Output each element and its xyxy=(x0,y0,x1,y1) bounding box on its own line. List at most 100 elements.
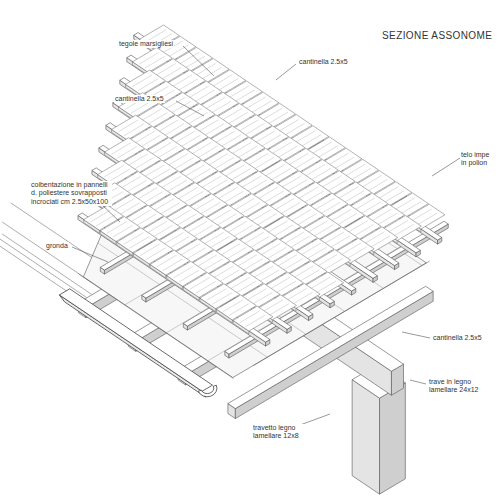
tile-groove xyxy=(172,75,192,87)
tile-groove xyxy=(362,175,382,187)
tile-groove xyxy=(395,198,415,210)
leader-line xyxy=(432,158,460,176)
tile-groove xyxy=(263,300,283,312)
tile-groove xyxy=(121,176,141,188)
tile-groove xyxy=(187,221,207,233)
tile-groove xyxy=(145,165,165,177)
tile-groove xyxy=(311,277,331,289)
tile-groove xyxy=(261,243,281,255)
tile-groove xyxy=(251,210,271,222)
tile-groove xyxy=(173,266,193,278)
tile-groove xyxy=(189,86,209,98)
tile-groove xyxy=(132,75,152,87)
membrane-edge xyxy=(253,261,429,366)
tile-groove xyxy=(412,209,432,221)
tile-groove xyxy=(213,75,233,87)
batten xyxy=(120,78,399,266)
tile-groove xyxy=(272,142,292,154)
panel-joint xyxy=(163,91,422,266)
tile-groove xyxy=(248,153,268,165)
tile-groove xyxy=(284,232,304,244)
tile-groove xyxy=(322,176,342,188)
tile-groove xyxy=(185,165,205,177)
counter-batten xyxy=(142,165,365,298)
tile-groove xyxy=(199,120,219,132)
tile-groove xyxy=(258,187,278,199)
tile-groove xyxy=(140,244,160,256)
tile-groove xyxy=(341,243,361,255)
tile-groove xyxy=(179,52,199,64)
tile-groove xyxy=(394,224,414,236)
tile-groove xyxy=(239,120,259,132)
tile-groove xyxy=(171,210,191,222)
part-label: gronda xyxy=(45,242,69,250)
tile-groove xyxy=(275,198,295,210)
tile-groove xyxy=(270,277,290,289)
tile-groove xyxy=(268,221,288,233)
tile-groove xyxy=(90,210,110,222)
tile-groove xyxy=(158,120,178,132)
part-label: cantinella 2.5x5 xyxy=(298,58,349,66)
batten xyxy=(113,103,373,283)
tile-groove xyxy=(370,236,390,248)
tile-groove xyxy=(228,221,248,233)
part-label: cantinella 2.5x5 xyxy=(114,95,165,103)
tile-groove xyxy=(305,164,325,176)
tile-groove xyxy=(323,258,343,270)
tile-groove xyxy=(139,52,159,64)
tile-groove xyxy=(308,221,328,233)
tile-groove xyxy=(255,131,275,143)
leader-line xyxy=(72,247,108,262)
tile-groove xyxy=(215,131,235,143)
tile-groove xyxy=(225,165,245,177)
tile-groove xyxy=(265,165,285,177)
tile-groove xyxy=(178,187,198,199)
tile-groove xyxy=(312,142,332,154)
counter-batten xyxy=(183,193,406,326)
tile-groove xyxy=(296,131,316,143)
part-label: telo impe in polion xyxy=(460,151,496,168)
tile-groove xyxy=(234,198,254,210)
tile-groove xyxy=(190,277,210,289)
tile-groove xyxy=(180,244,200,256)
tile-groove xyxy=(164,233,184,245)
counter-batten xyxy=(104,140,323,274)
batten xyxy=(134,33,442,241)
tile-groove xyxy=(142,109,162,121)
tile-groove xyxy=(131,210,151,222)
tile-groove xyxy=(168,154,188,166)
tile-groove xyxy=(147,221,167,233)
tile-groove xyxy=(279,119,299,131)
tile-groove xyxy=(240,311,260,323)
gutter-end xyxy=(198,385,217,397)
tile-groove xyxy=(269,304,289,316)
tile-groove xyxy=(355,198,375,210)
tile-groove xyxy=(246,315,266,327)
tile-groove xyxy=(345,164,365,176)
tile-groove xyxy=(151,142,171,154)
eaves-line xyxy=(0,237,87,297)
tile-groove xyxy=(347,247,367,259)
tile-groove xyxy=(124,233,144,245)
tile-groove xyxy=(111,143,131,155)
tile-groove xyxy=(365,232,385,244)
tile-groove xyxy=(294,266,314,278)
tile-groove xyxy=(418,213,438,225)
tile-groove xyxy=(315,198,335,210)
tile-groove xyxy=(230,277,250,289)
panel-joint xyxy=(208,246,402,361)
panel-joint xyxy=(166,218,360,333)
leader-line xyxy=(276,64,296,80)
tile-groove xyxy=(135,131,155,143)
tile-groove xyxy=(316,281,336,293)
tile-groove xyxy=(262,108,282,120)
tile-groove xyxy=(211,210,231,222)
counter-batten xyxy=(100,137,323,270)
batten xyxy=(134,35,438,244)
tile-groove xyxy=(388,220,408,232)
tile-groove xyxy=(329,153,349,165)
tile-groove xyxy=(201,176,221,188)
tile-groove xyxy=(277,255,297,267)
